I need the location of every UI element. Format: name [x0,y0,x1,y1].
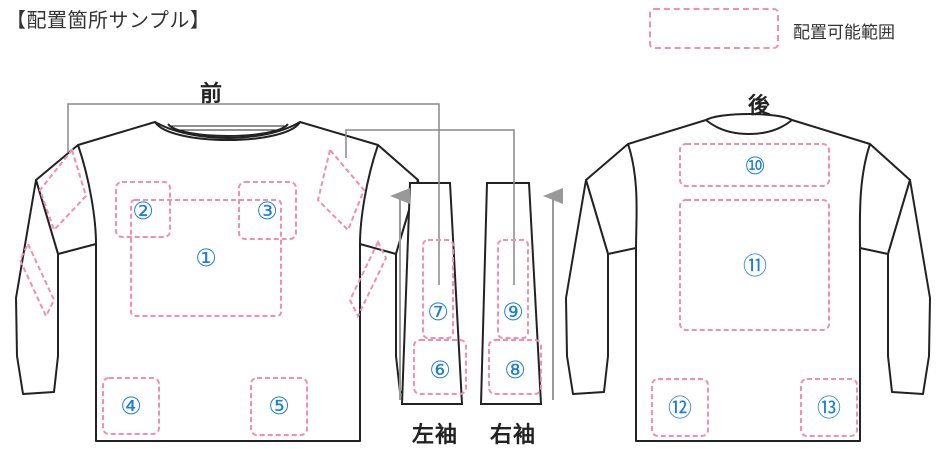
zone-numbers: ① ② ③ ④ ⑤ ⑥ ⑦ ⑧ ⑨ ⑩ ⑪ ⑫ ⑬ [120,152,841,422]
left-sleeve-label: 左袖 [412,423,459,448]
right-forearm-zone [348,239,388,319]
zone-9-area [497,239,529,339]
leader-lines [67,103,515,285]
zone-13-number: ⑬ [817,394,841,422]
zone-6-area [413,339,467,395]
page-title: 【配置箇所サンプル】 [6,8,211,32]
zone-6-number: ⑥ [429,356,451,384]
zone-7-area [422,239,454,339]
front-view-label: 前 [200,82,223,107]
zone-8-area [488,339,542,395]
zone-4-area [102,377,160,435]
zone-2-number: ② [132,197,154,225]
zone-3-number: ③ [256,197,278,225]
back-shirt [565,113,931,442]
left-sleeve-flat [400,182,464,405]
zone-3-area [238,181,297,240]
zone-11-area [679,199,830,331]
zone-12-number: ⑫ [668,394,692,422]
zone-11-number: ⑪ [743,252,767,280]
zone-12-area [651,378,709,437]
zone-13-area [800,378,858,437]
zone-7-number: ⑦ [427,298,449,326]
back-view-label: 後 [748,94,771,119]
right-sleeve-label: 右袖 [490,423,537,448]
zone-5-number: ⑤ [268,392,290,420]
zone-9-number: ⑨ [502,298,524,326]
zone-4-number: ④ [120,392,142,420]
left-shoulder-zone [38,147,88,232]
placement-zones [18,143,858,437]
zone-8-number: ⑧ [504,356,526,384]
zone-10-number: ⑩ [744,152,766,180]
zone-10-area [679,143,830,187]
zone-1-number: ① [195,244,217,272]
right-sleeve-flat [479,182,543,405]
zone-1-area [130,199,282,317]
left-forearm-zone [18,241,56,319]
zone-5-area [250,377,308,436]
right-shoulder-zone [316,147,366,232]
legend-swatch [649,8,779,49]
legend-label: 配置可能範囲 [793,23,895,43]
zone-2-area [115,181,171,238]
